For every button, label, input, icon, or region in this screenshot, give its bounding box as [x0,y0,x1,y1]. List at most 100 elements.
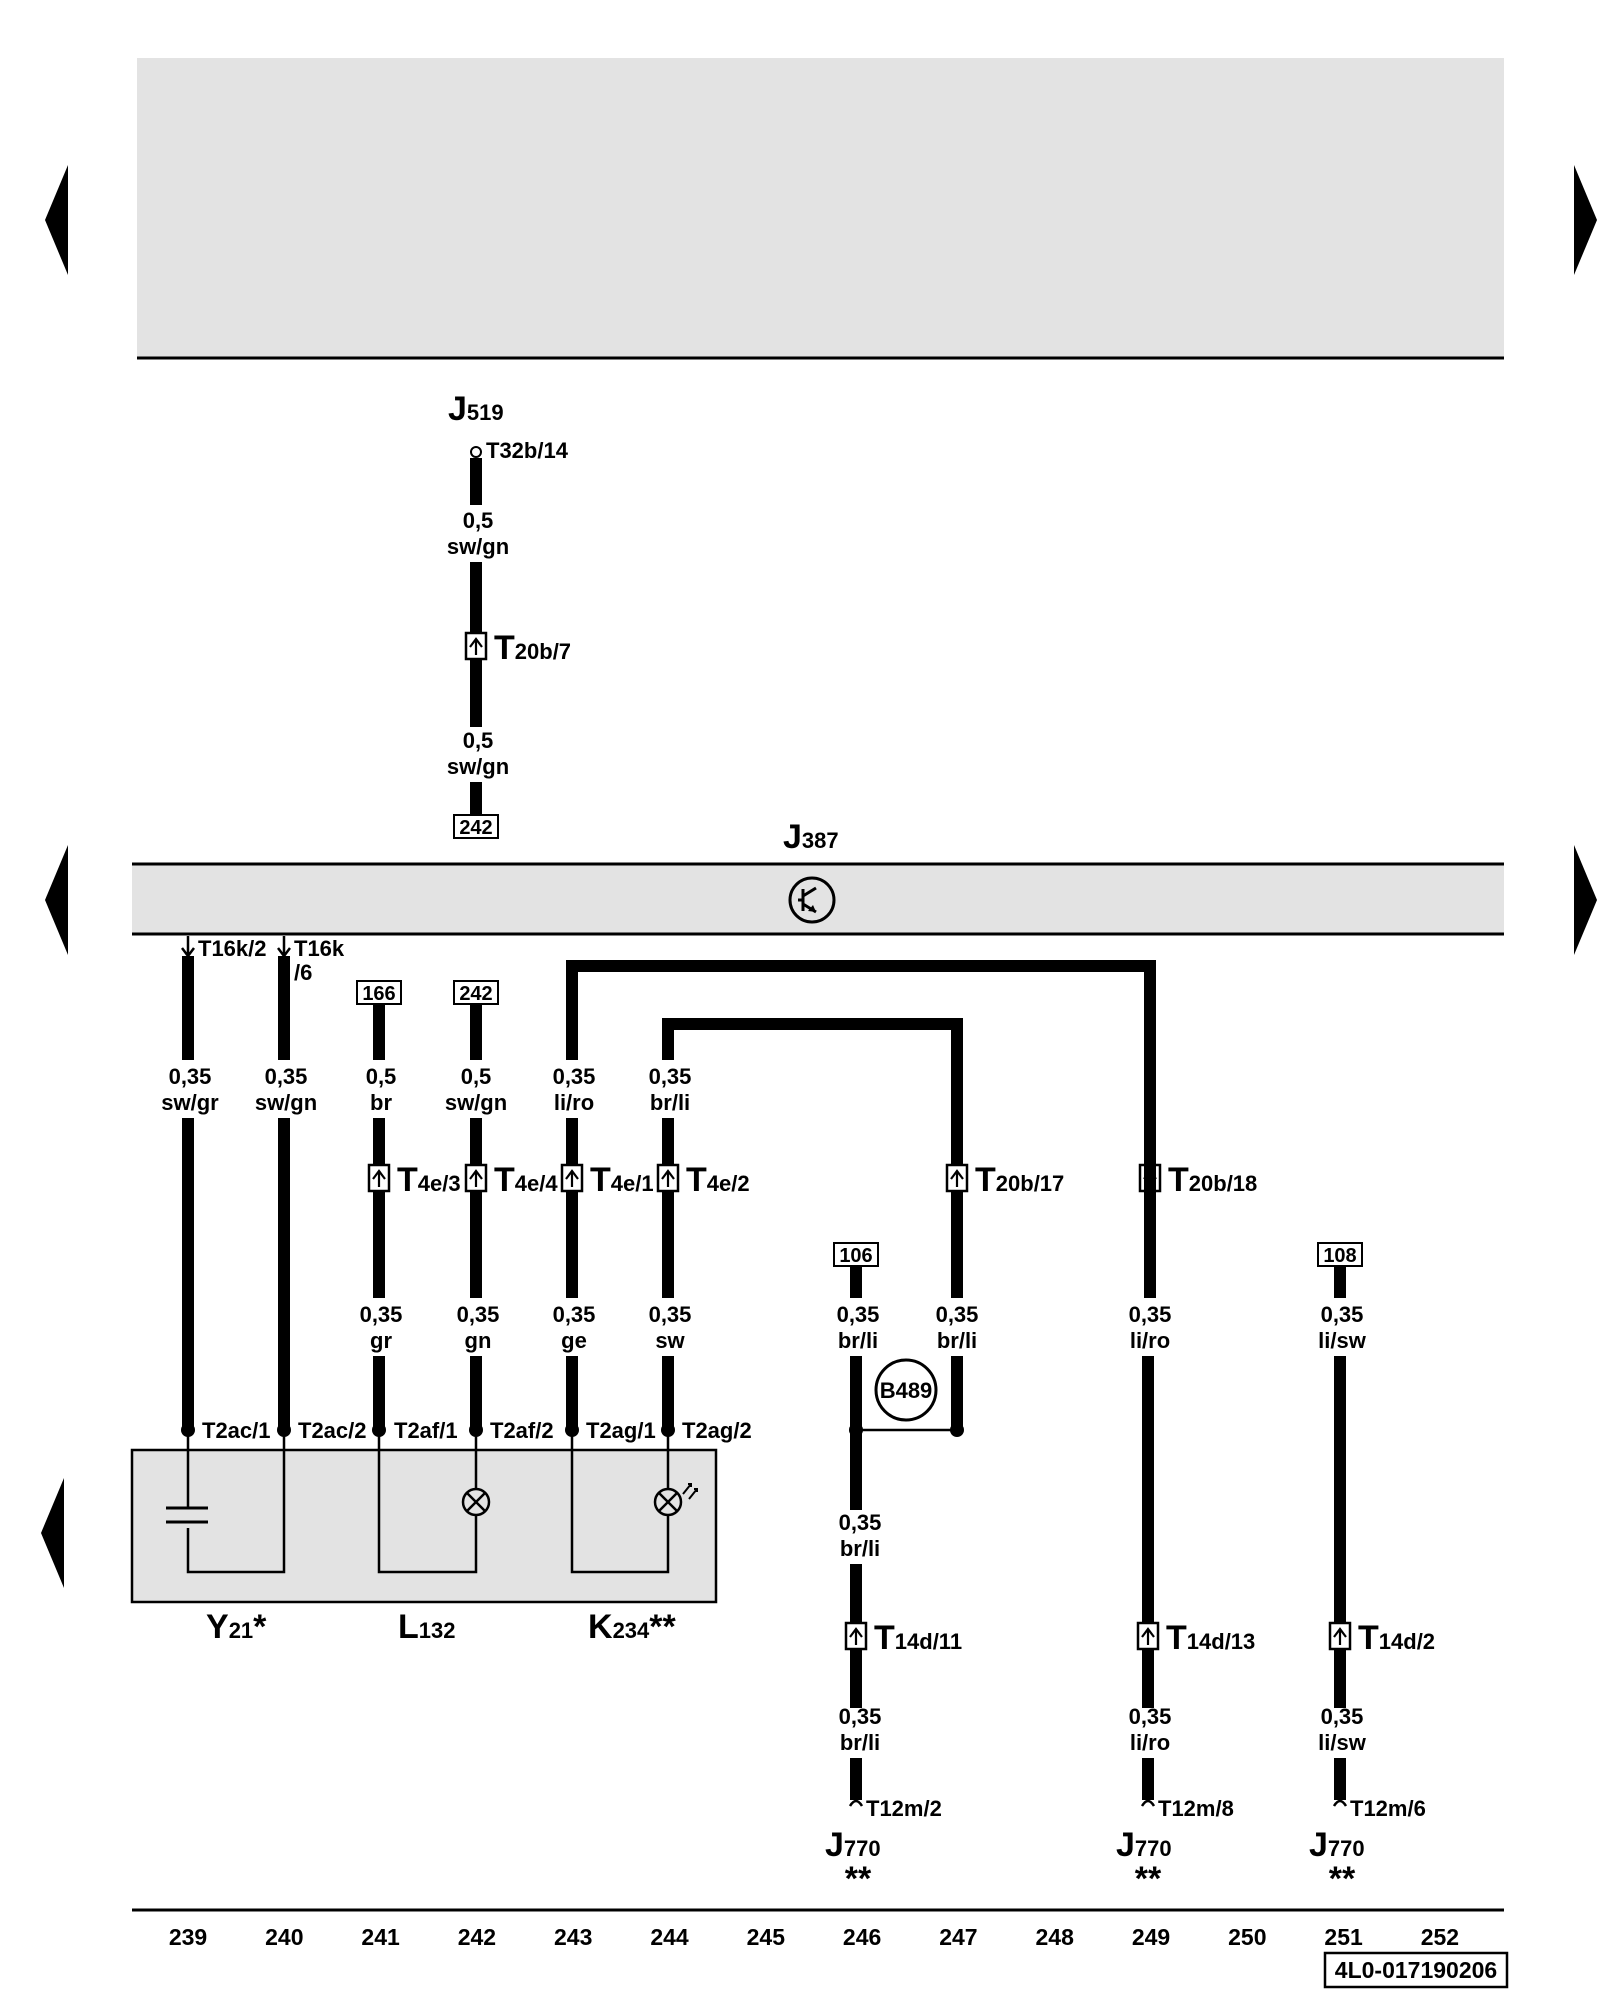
wire-size: 0,35 [1321,1302,1364,1327]
transistor-icon [788,876,836,924]
wire-color: br [370,1090,392,1115]
nav-right-arrow-top[interactable] [1574,165,1597,275]
connector-icon [945,1163,969,1193]
j387-label: J387 [783,818,839,856]
column-number: 241 [361,1924,400,1950]
ref-166[interactable]: 166 [362,983,395,1005]
pin-t16k-6-suffix: /6 [294,960,312,985]
component-box [130,1448,718,1604]
column-number: 243 [554,1924,592,1950]
wire-size: 0,5 [463,728,494,753]
nav-left-arrow-mid[interactable] [45,845,68,955]
wire-size: 0,35 [553,1302,596,1327]
j770-note-251: ** [1329,1860,1356,1898]
column-number: 250 [1228,1924,1266,1950]
wire-size: 0,35 [265,1064,308,1089]
wire-color: br/li [840,1730,880,1755]
wire-size: 0,35 [649,1064,692,1089]
ref-242-top[interactable]: 242 [459,817,492,839]
wire-size: 0,35 [936,1302,979,1327]
wire-color: sw/gn [445,1090,507,1115]
wire-color: br/li [838,1328,878,1353]
connector-icon [367,1163,391,1193]
wire-color: br/li [650,1090,690,1115]
connector-icon [844,1621,868,1651]
b489-ground[interactable] [874,1358,938,1422]
connector-icon [560,1163,584,1193]
j519-label: J519 [448,390,504,428]
k234-circuit [570,1430,670,1574]
pin-t2ac-1: T2ac/1 [202,1418,271,1443]
connector-icon [1136,1621,1160,1651]
wire-color: sw/gr [161,1090,219,1115]
j387-panel [132,864,1504,934]
pin-t16k-6: T16k [294,936,345,961]
pin-t2ag-2: T2ag/2 [682,1418,752,1443]
wire-color: gn [465,1328,492,1353]
ref-106[interactable]: 106 [839,1245,872,1267]
connector-t20b-17: T20b/17 [975,1161,1064,1199]
b489-label[interactable]: B489 [880,1378,933,1403]
connector-icon [464,631,488,661]
column-number: 252 [1421,1924,1459,1950]
column-number: 249 [1132,1924,1170,1950]
nav-right-arrow-mid[interactable] [1574,845,1597,955]
ref-108[interactable]: 108 [1323,1245,1356,1267]
connector-t4e-4: T4e/4 [494,1161,558,1199]
j770-note-246: ** [845,1860,872,1898]
wire-244-loop [662,1018,963,1298]
l132-label: L132 [398,1608,456,1646]
pin-arrow [277,936,291,959]
pin-t12m-2: T12m/2 [866,1796,942,1821]
column-number: 242 [458,1924,496,1950]
wire-size: 0,35 [1129,1704,1172,1729]
connector-t4e-3: T4e/3 [397,1161,461,1199]
connector-t14d-11: T14d/11 [874,1619,962,1657]
pin-t12m-6: T12m/6 [1350,1796,1426,1821]
wire-color: li/ro [1130,1328,1170,1353]
pin-hook [848,1799,864,1807]
connector-t4e-2: T4e/2 [686,1161,750,1199]
pin-t2ag-1: T2ag/1 [586,1418,656,1443]
pin-hook [1140,1799,1156,1807]
j770-label-251: J770 [1309,1826,1365,1864]
top-panel [137,58,1504,358]
wire-color: br/li [840,1536,880,1561]
nav-left-arrow-top[interactable] [45,165,68,275]
warning-lamp-icon [653,1483,698,1517]
ref-242-mid[interactable]: 242 [459,983,492,1005]
connector-t14d-13: T14d/13 [1166,1619,1255,1657]
splice-dot [849,1423,863,1437]
wire-color: sw [655,1328,685,1353]
wire-243-loop [566,960,1156,1158]
wire-size: 0,35 [1129,1302,1172,1327]
wire-color: sw/gn [447,754,509,779]
wire-size: 0,35 [837,1302,880,1327]
wire-color: sw/gn [447,534,509,559]
nav-left-arrow-bottom[interactable] [41,1478,64,1588]
ref-box[interactable] [453,814,499,839]
k234-label: K234** [588,1608,677,1646]
column-number: 239 [169,1924,207,1950]
wire-size: 0,35 [1321,1704,1364,1729]
splice-dot [950,1423,964,1437]
wire-size: 0,35 [169,1064,212,1089]
wire-size: 0,35 [839,1510,882,1535]
connector-t20b-7: T20b/7 [494,629,571,667]
y21-circuit [186,1430,286,1574]
pin-arrow [181,936,195,959]
wire-size: 0,5 [463,508,494,533]
y21-label: Y21* [206,1608,267,1646]
wire-size: 0,35 [457,1302,500,1327]
wire-size: 0,35 [839,1704,882,1729]
wire-color: br/li [937,1328,977,1353]
pin-t12m-8: T12m/8 [1158,1796,1234,1821]
wire-color: li/sw [1318,1730,1367,1755]
wire-color: ge [561,1328,587,1353]
connector-icon [464,1163,488,1193]
pin-t2af-1: T2af/1 [394,1418,458,1443]
pin-t2af-2: T2af/2 [490,1418,554,1443]
connector-icon [1328,1621,1352,1651]
column-number: 246 [843,1924,881,1950]
